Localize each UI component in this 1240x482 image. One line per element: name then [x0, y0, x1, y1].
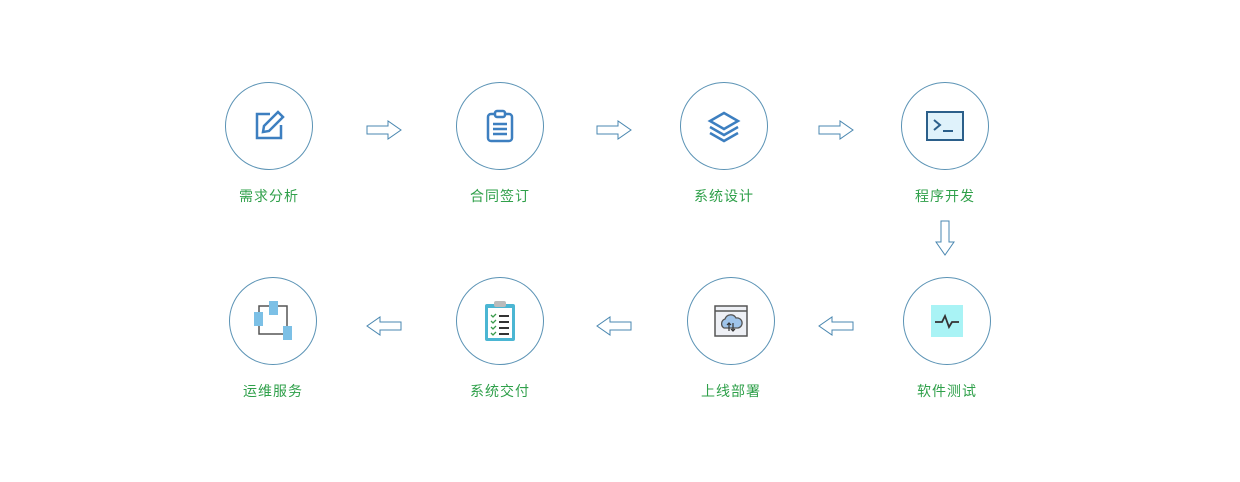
arrow-down-icon: [935, 220, 955, 256]
step-circle: [456, 82, 544, 170]
terminal-icon: [926, 111, 964, 141]
step-requirements-analysis: 需求分析: [209, 82, 329, 206]
clipboard-icon: [486, 109, 514, 143]
step-label: 合同签订: [470, 189, 530, 205]
step-circle: [901, 82, 989, 170]
step-circle: [229, 277, 317, 365]
step-testing: 软件测试: [887, 277, 1007, 401]
step-contract-signing: 合同签订: [440, 82, 560, 206]
arrow-right-icon: [818, 120, 854, 140]
pulse-icon: [931, 305, 963, 337]
step-circle: [680, 82, 768, 170]
edit-icon: [255, 110, 285, 140]
step-label: 软件测试: [917, 384, 977, 400]
step-label: 程序开发: [915, 189, 975, 205]
step-system-design: 系统设计: [664, 82, 784, 206]
arrow-left-icon: [818, 316, 854, 336]
cloud-upload-icon: [714, 305, 748, 337]
step-deployment: 上线部署: [671, 277, 791, 401]
step-circle: [903, 277, 991, 365]
arrow-left-icon: [366, 316, 402, 336]
step-development: 程序开发: [885, 82, 1005, 206]
step-label: 需求分析: [239, 189, 299, 205]
step-circle: [456, 277, 544, 365]
step-label: 运维服务: [243, 384, 303, 400]
step-maintenance: 运维服务: [213, 277, 333, 401]
arrow-right-icon: [366, 120, 402, 140]
network-servers-icon: [254, 301, 292, 340]
checklist-icon: [485, 301, 515, 341]
step-circle: [225, 82, 313, 170]
step-delivery: 系统交付: [440, 277, 560, 401]
step-label: 上线部署: [701, 384, 761, 400]
layers-icon: [707, 111, 741, 143]
arrow-right-icon: [596, 120, 632, 140]
step-circle: [687, 277, 775, 365]
step-label: 系统设计: [694, 189, 754, 205]
step-label: 系统交付: [470, 384, 530, 400]
arrow-left-icon: [596, 316, 632, 336]
